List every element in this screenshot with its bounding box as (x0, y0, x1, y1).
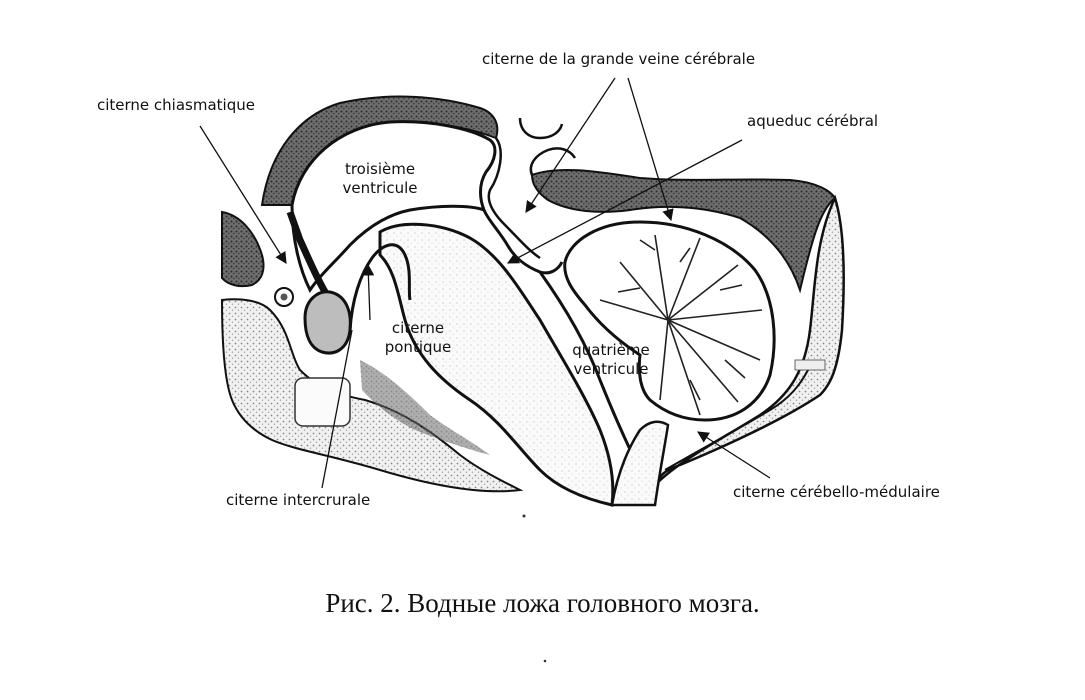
occipital-bone (653, 194, 845, 486)
skull-base (220, 298, 524, 493)
pituitary-gland (303, 290, 352, 355)
label-intercrural-cistern: citerne intercrurale (226, 491, 371, 509)
leader-aqueduct (506, 139, 743, 264)
clivus (360, 360, 490, 455)
occiput-tag (794, 359, 826, 371)
label-cerebellomedullary-cistern: citerne cérébello-médulaire (733, 483, 940, 501)
leader-intercrural (321, 329, 353, 489)
label-cerebral-aqueduct: aqueduc cérébral (747, 112, 879, 130)
leader-great-vein-2 (627, 77, 674, 222)
label-great-vein-cistern: citerne de la grande veine cérébrale (482, 50, 756, 68)
leader-great-vein-1 (525, 77, 616, 213)
label-pontine-cistern: citerne pontique (384, 319, 452, 356)
leader-pontine (362, 263, 375, 321)
frontal-dark (221, 210, 265, 288)
label-third-ventricle: troisième ventricule (342, 160, 418, 197)
label-chiasmatic-cistern: citerne chiasmatique (97, 96, 255, 114)
print-speck-2 (543, 659, 547, 663)
interpeduncular-fold (348, 243, 412, 331)
label-fourth-ventricle: quatrième ventricule (572, 341, 650, 378)
pineal-region (529, 147, 577, 176)
cerebellar-folia (599, 234, 763, 416)
cisterna-magna-space (664, 369, 809, 471)
leader-chiasmatic (199, 125, 287, 264)
medulla (610, 420, 670, 507)
tectum-notch (518, 117, 564, 140)
optic-chiasm-core (280, 293, 288, 301)
print-speck (522, 514, 526, 518)
figure-caption: Рис. 2. Водные ложа головного мозга. (325, 588, 760, 618)
vein-cistern-outline (487, 137, 541, 260)
aqueduct-channel (482, 209, 564, 275)
leader-cerebellomedullary (697, 431, 771, 479)
